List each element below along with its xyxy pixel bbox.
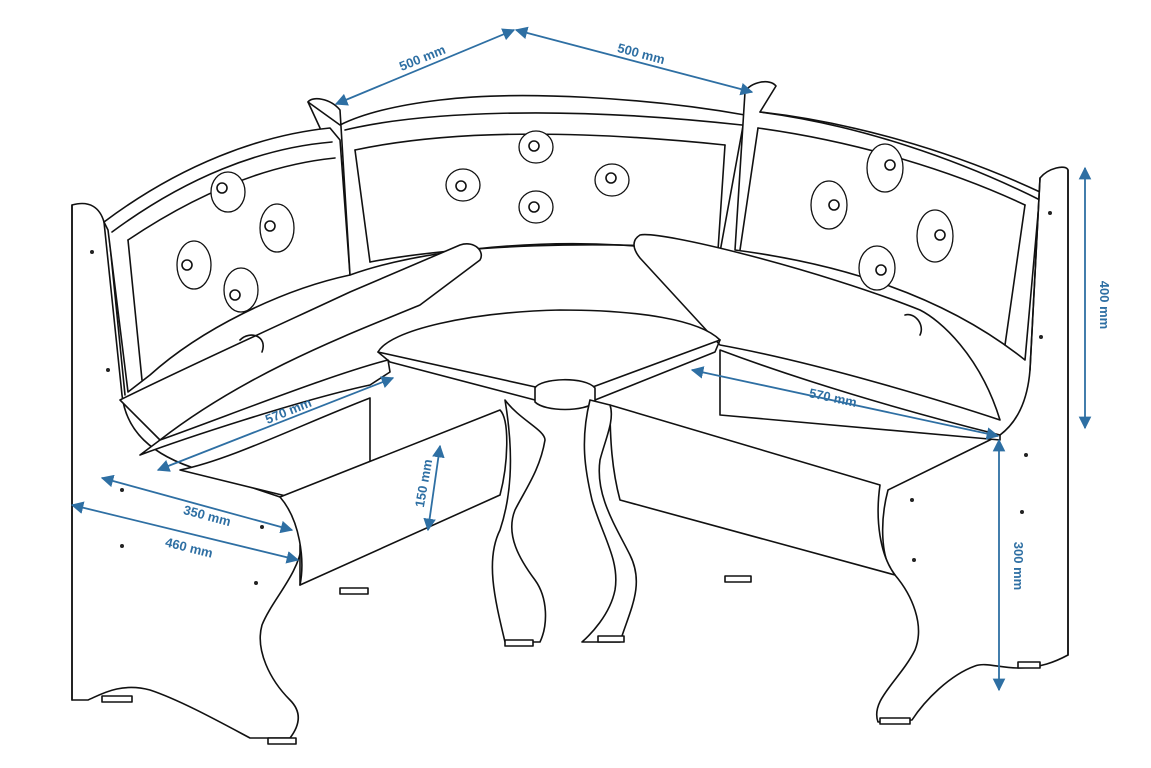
dimension-line-right-seat bbox=[690, 366, 1000, 440]
dimension-label-seat-height: 300 mm bbox=[1011, 542, 1026, 590]
corner-unit bbox=[339, 309, 752, 647]
left-backrest bbox=[103, 127, 351, 393]
dimension-line-side-depth bbox=[70, 501, 300, 564]
dimension-label-height: 400 mm bbox=[1097, 281, 1112, 329]
center-backrest-buttons bbox=[445, 130, 630, 224]
dimension-line-drawer-height bbox=[423, 444, 445, 532]
dimension-line-back-right bbox=[514, 26, 754, 96]
right-side-panel bbox=[875, 166, 1069, 725]
right-backrest bbox=[734, 80, 1041, 361]
dimension-line-left-seat bbox=[156, 376, 395, 472]
left-backrest-buttons bbox=[176, 171, 295, 313]
center-backrest bbox=[307, 94, 746, 276]
right-backrest-buttons bbox=[810, 143, 954, 291]
dimension-line-back-left bbox=[334, 28, 516, 106]
